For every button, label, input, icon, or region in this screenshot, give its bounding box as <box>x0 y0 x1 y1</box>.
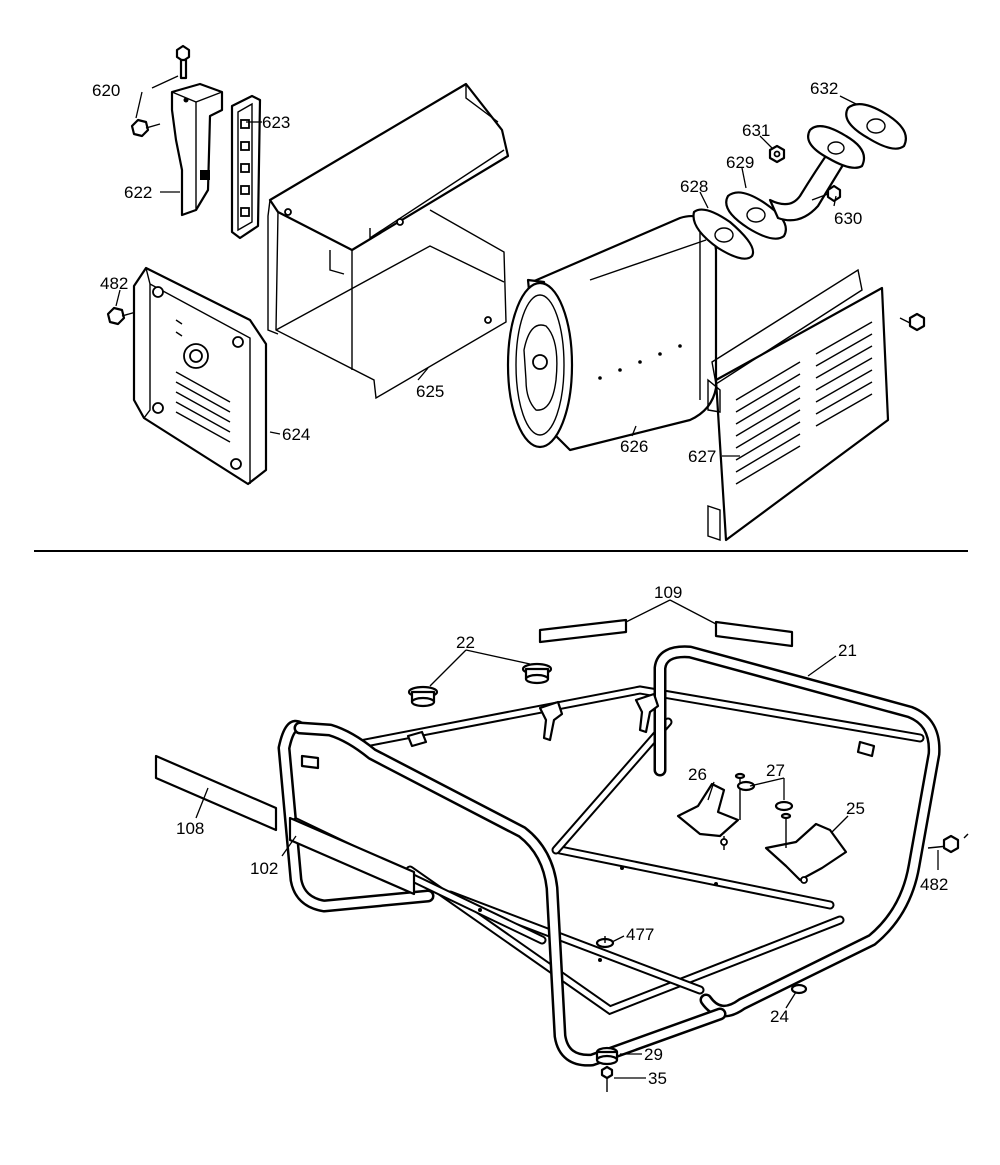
label-482-top: 482 <box>100 274 128 293</box>
bolt-620-upper <box>175 44 191 80</box>
mount-26 <box>676 772 746 850</box>
label-21: 21 <box>838 641 857 660</box>
label-29: 29 <box>644 1045 663 1064</box>
label-625: 625 <box>416 382 444 401</box>
label-620: 620 <box>92 81 120 100</box>
nut-631 <box>768 144 786 164</box>
label-628: 628 <box>680 177 708 196</box>
gasket-628 <box>692 208 755 260</box>
label-24: 24 <box>770 1007 789 1026</box>
label-102: 102 <box>250 859 278 878</box>
label-strip-102 <box>288 816 416 896</box>
label-482-bottom: 482 <box>920 875 948 894</box>
label-631: 631 <box>742 121 770 140</box>
label-623: 623 <box>262 113 290 132</box>
gasket-629 <box>725 191 787 240</box>
label-626: 626 <box>620 437 648 456</box>
frame-21 <box>277 645 941 1067</box>
muffler-626 <box>506 215 718 452</box>
label-26: 26 <box>688 765 707 784</box>
bolt-627 <box>899 312 926 332</box>
screw-35 <box>600 1065 614 1092</box>
label-477: 477 <box>626 925 654 944</box>
label-622: 622 <box>124 183 152 202</box>
label-108: 108 <box>176 819 204 838</box>
label-632: 632 <box>810 79 838 98</box>
rubber-foot-29 <box>595 1046 619 1066</box>
label-strip-108 <box>154 754 278 832</box>
bushing-22-left <box>407 685 439 708</box>
label-strip-109-left <box>538 618 628 644</box>
label-22: 22 <box>456 633 475 652</box>
bushing-22-right <box>521 662 553 685</box>
label-35: 35 <box>648 1069 667 1088</box>
heat-shield-625 <box>267 82 510 400</box>
leader-lines <box>115 75 939 1079</box>
nut-27-right <box>774 800 794 812</box>
label-627: 627 <box>688 447 716 466</box>
nut-24 <box>790 983 808 995</box>
bolt-620-lower <box>130 118 161 138</box>
bolt-482-top <box>106 306 137 326</box>
mount-25 <box>764 812 848 884</box>
label-strip-109-right <box>714 620 794 648</box>
bracket-622 <box>170 82 224 217</box>
nut-27-left <box>736 780 756 792</box>
gasket-623 <box>230 94 262 240</box>
label-27: 27 <box>766 761 785 780</box>
outer-shield-627 <box>707 268 890 542</box>
label-109: 109 <box>654 583 682 602</box>
end-cover-624 <box>132 266 268 486</box>
gasket-632 <box>845 103 907 150</box>
label-629: 629 <box>726 153 754 172</box>
exhaust-pipe-630 <box>768 125 866 222</box>
nut-477 <box>595 936 615 949</box>
label-25: 25 <box>846 799 865 818</box>
bolt-482-bottom <box>927 833 969 854</box>
label-624: 624 <box>282 425 310 444</box>
label-630: 630 <box>834 209 862 228</box>
